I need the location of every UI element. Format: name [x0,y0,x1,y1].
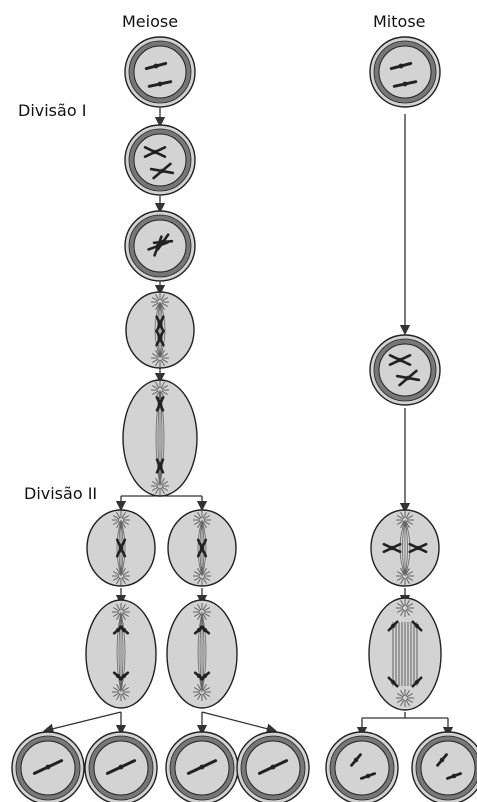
meiosis-title: Meiose [122,12,179,31]
meiosis-metaphase-II-cell-1 [86,509,156,587]
division-one-label: Divisão I [18,101,87,120]
meiosis-anaphase-I-cell [122,379,198,497]
mitosis-daughter-cell-2 [411,731,477,802]
meiosis-daughter-cell-4 [236,731,310,802]
meiosis-daughter-cell-2 [84,731,158,802]
mitosis-metaphase-cell [370,509,440,587]
meiosis-prophase-I-early-cell [124,36,196,108]
cells [11,36,477,802]
mitosis-title: Mitose [373,12,426,31]
mitosis-prophase-early-cell [369,36,441,108]
division-two-label: Divisão II [24,484,98,503]
meiosis-metaphase-II-cell-2 [167,509,237,587]
arrow [201,711,278,734]
mitosis-prophase-late-cell [369,334,441,406]
meiosis-metaphase-I-cell [125,291,195,369]
arrow [42,711,122,734]
mitosis-anaphase-cell [368,597,442,711]
meiosis-anaphase-II-cell-2 [166,599,238,709]
meiosis-anaphase-II-cell-1 [85,599,157,709]
meiosis-daughter-cell-3 [165,731,239,802]
mitosis-daughter-cell-1 [325,731,399,802]
meiosis-prophase-I-pairing-cell [124,124,196,196]
meiosis-daughter-cell-1 [11,731,85,802]
meiosis-prophase-I-bivalent-cell [124,210,196,282]
